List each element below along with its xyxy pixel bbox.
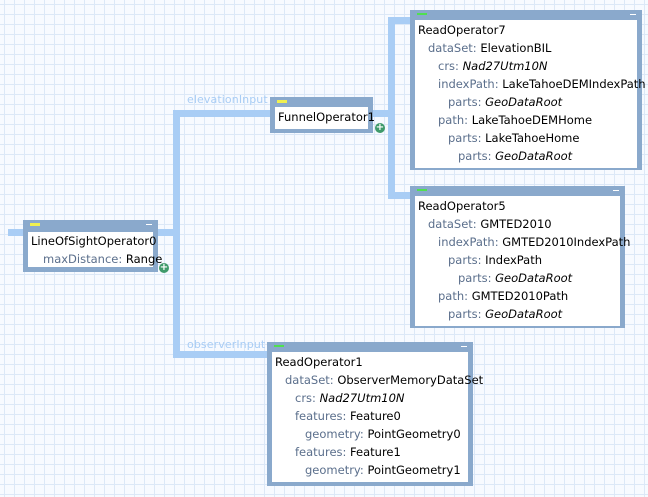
wire-funnel-out xyxy=(370,110,395,117)
property-key: path: xyxy=(438,289,469,303)
drag-handle-icon[interactable] xyxy=(417,13,427,15)
collapse-icon[interactable] xyxy=(461,346,467,347)
node-line-of-sight-operator[interactable]: LineOfSightOperator0 maxDistance: Range xyxy=(23,220,162,272)
property-value: PointGeometry0 xyxy=(367,427,461,441)
node-title: ReadOperator7 xyxy=(418,23,506,37)
wire-los-in xyxy=(8,229,26,236)
property-value: Feature1 xyxy=(350,445,401,459)
property-key: path: xyxy=(438,113,469,127)
property-value: GeoDataRoot xyxy=(495,271,573,285)
node-property: parts: LakeTahoeHome xyxy=(418,129,634,147)
property-key: dataSet: xyxy=(428,217,477,231)
node-property: crs: Nad27Utm10N xyxy=(275,389,465,407)
node-property: crs: Nad27Utm10N xyxy=(418,57,634,75)
property-value: GeoDataRoot xyxy=(495,149,573,163)
node-read-operator-7[interactable]: ReadOperator7 dataSet: ElevationBIL crs:… xyxy=(410,10,646,170)
node-property: path: GMTED2010Path xyxy=(418,287,617,305)
node-property: features: Feature1 xyxy=(275,443,465,461)
property-key: maxDistance: xyxy=(43,252,123,266)
property-value: Nad27Utm10N xyxy=(462,59,548,73)
node-funnel-operator[interactable]: FunnelOperator1 xyxy=(270,97,375,133)
drag-handle-icon[interactable] xyxy=(277,100,287,103)
node-title: FunnelOperator1 xyxy=(278,110,375,124)
property-key: dataSet: xyxy=(285,373,334,387)
property-value: GMTED2010 xyxy=(480,217,552,231)
drag-handle-icon[interactable] xyxy=(417,189,427,191)
wire-los-out xyxy=(158,229,180,236)
wire-main-vertical xyxy=(173,110,180,358)
property-value: GMTED2010IndexPath xyxy=(502,235,631,249)
property-value: LakeTahoeDEMIndexPath xyxy=(502,77,646,91)
node-property: path: LakeTahoeDEMHome xyxy=(418,111,634,129)
wire-elevation xyxy=(173,110,273,117)
wire-to-read7 xyxy=(388,17,412,24)
property-value: IndexPath xyxy=(485,253,543,267)
property-value: Feature0 xyxy=(350,409,401,423)
property-key: geometry: xyxy=(305,427,364,441)
wire-right-vertical xyxy=(388,17,395,199)
property-key: indexPath: xyxy=(438,77,499,91)
property-value: GMTED2010Path xyxy=(471,289,569,303)
node-read-operator-1[interactable]: ReadOperator1 dataSet: ObserverMemoryDat… xyxy=(267,342,483,486)
node-title: ReadOperator1 xyxy=(275,355,363,369)
property-key: crs: xyxy=(295,391,316,405)
node-property: features: Feature0 xyxy=(275,407,465,425)
node-title: LineOfSightOperator0 xyxy=(31,234,157,248)
property-value: ElevationBIL xyxy=(480,41,552,55)
property-value: Nad27Utm10N xyxy=(319,391,405,405)
node-property: geometry: PointGeometry0 xyxy=(275,425,465,443)
wire-to-read5 xyxy=(388,192,412,199)
node-property: maxDistance: Range xyxy=(31,250,162,268)
drag-handle-icon[interactable] xyxy=(274,345,284,347)
property-key: crs: xyxy=(438,59,459,73)
node-property: parts: GeoDataRoot xyxy=(418,269,617,287)
node-property: dataSet: ObserverMemoryDataSet xyxy=(275,371,483,389)
property-value: PointGeometry1 xyxy=(367,463,461,477)
property-value: GeoDataRoot xyxy=(485,307,563,321)
node-property: dataSet: GMTED2010 xyxy=(418,215,617,233)
property-key: parts: xyxy=(458,271,492,285)
property-key: features: xyxy=(295,445,347,459)
node-property: dataSet: ElevationBIL xyxy=(418,39,634,57)
node-property: parts: GeoDataRoot xyxy=(418,147,634,165)
property-key: features: xyxy=(295,409,347,423)
node-read-operator-5[interactable]: ReadOperator5 dataSet: GMTED2010 indexPa… xyxy=(410,186,630,328)
node-property: parts: GeoDataRoot xyxy=(418,93,634,111)
property-key: parts: xyxy=(448,253,482,267)
node-property: parts: IndexPath xyxy=(418,251,617,269)
collapse-icon[interactable] xyxy=(613,190,619,191)
property-value: LakeTahoeDEMHome xyxy=(471,113,593,127)
property-key: dataSet: xyxy=(428,41,477,55)
property-key: parts: xyxy=(448,307,482,321)
observer-input-label: observerInput xyxy=(187,338,266,351)
property-value: GeoDataRoot xyxy=(485,95,563,109)
property-value: ObserverMemoryDataSet xyxy=(337,373,484,387)
node-title: ReadOperator5 xyxy=(418,199,506,213)
node-property: geometry: PointGeometry1 xyxy=(275,461,465,479)
drag-handle-icon[interactable] xyxy=(30,223,40,226)
wire-observer xyxy=(173,351,269,358)
add-output-icon[interactable]: + xyxy=(375,122,385,133)
property-key: parts: xyxy=(448,131,482,145)
node-property: parts: GeoDataRoot xyxy=(418,305,617,323)
collapse-icon[interactable] xyxy=(146,224,152,225)
property-value: Range xyxy=(125,252,163,266)
node-property: indexPath: LakeTahoeDEMIndexPath xyxy=(418,75,646,93)
property-key: parts: xyxy=(448,95,482,109)
property-key: parts: xyxy=(458,149,492,163)
property-key: indexPath: xyxy=(438,235,499,249)
property-key: geometry: xyxy=(305,463,364,477)
elevation-input-label: elevationInput xyxy=(187,93,268,106)
node-property: indexPath: GMTED2010IndexPath xyxy=(418,233,630,251)
collapse-icon[interactable] xyxy=(630,14,636,15)
property-value: LakeTahoeHome xyxy=(485,131,580,145)
add-output-icon[interactable]: + xyxy=(159,262,169,273)
